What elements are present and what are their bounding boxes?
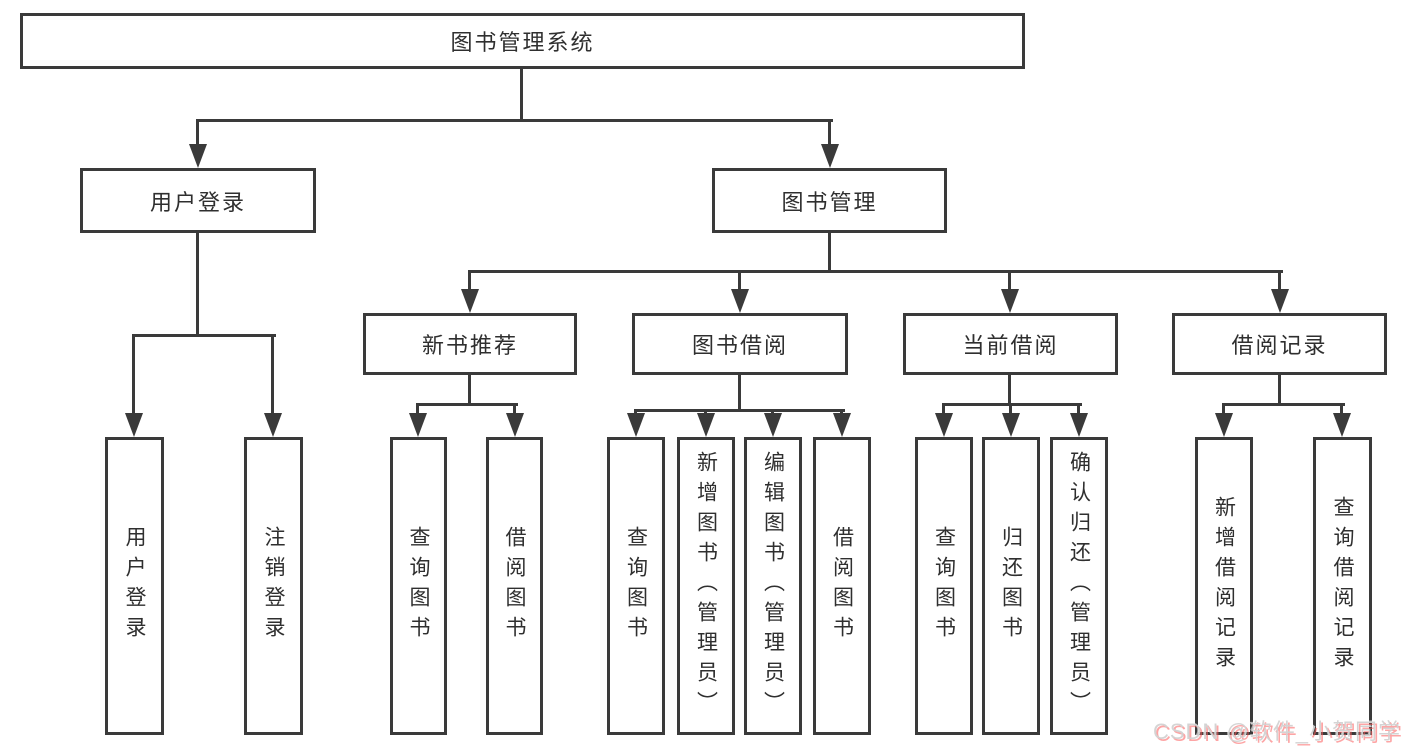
leaf-logout: 注销登录 (244, 437, 303, 735)
leaf-query-books-1: 查询图书 (390, 437, 447, 735)
leaf-edit-books-admin: 编辑图书（管理员） (744, 437, 802, 735)
node-label: 图书管理系统 (450, 30, 595, 55)
connector-line (132, 334, 276, 337)
arrowhead-down (935, 413, 953, 437)
node-label: 查询图书 (624, 526, 648, 646)
arrowhead-down (731, 289, 749, 313)
arrowhead-down (264, 413, 282, 437)
node-book-management: 图书管理 (712, 168, 947, 233)
leaf-add-books-admin: 新增图书（管理员） (677, 437, 735, 735)
node-label: 查询图书 (407, 526, 430, 646)
arrowhead-down (461, 289, 479, 313)
connector-line (1278, 375, 1281, 404)
node-current-borrow: 当前借阅 (903, 313, 1118, 375)
node-label: 注销登录 (262, 526, 285, 646)
connector-line (520, 69, 523, 120)
arrowhead-down (764, 413, 782, 437)
node-label: 查询借阅记录 (1331, 496, 1354, 676)
arrowhead-down (189, 144, 207, 168)
connector-line (1222, 403, 1345, 406)
connector-line (196, 119, 833, 122)
node-label: 借阅记录 (1231, 333, 1328, 358)
node-label: 新增图书（管理员） (694, 451, 718, 721)
node-user-login: 用户登录 (80, 168, 316, 233)
connector-line (132, 335, 135, 415)
leaf-borrow-books-1: 借阅图书 (486, 437, 543, 735)
leaf-user-login: 用户登录 (105, 437, 164, 735)
connector-line (196, 120, 199, 146)
arrowhead-down (125, 413, 143, 437)
arrowhead-down (627, 413, 645, 437)
leaf-return-books: 归还图书 (982, 437, 1040, 735)
node-label: 图书管理 (781, 189, 878, 215)
connector-line (468, 375, 471, 404)
arrowhead-down (1002, 413, 1020, 437)
node-label: 用户登录 (123, 526, 146, 646)
node-label: 用户登录 (149, 189, 246, 215)
node-label: 编辑图书（管理员） (761, 451, 785, 721)
node-label: 图书借阅 (691, 333, 788, 358)
node-label: 新书推荐 (421, 333, 518, 358)
connector-line (942, 403, 1082, 406)
connector-line (942, 404, 945, 415)
connector-line (738, 375, 741, 410)
connector-line (1278, 271, 1281, 291)
connector-line (634, 409, 845, 412)
node-borrow-records: 借阅记录 (1172, 313, 1387, 375)
connector-line (196, 233, 199, 335)
node-label: 查询图书 (932, 526, 956, 646)
leaf-query-books-3: 查询图书 (915, 437, 973, 735)
node-label: 新增借阅记录 (1212, 496, 1236, 676)
arrowhead-down (1215, 413, 1233, 437)
leaf-query-borrow-record: 查询借阅记录 (1313, 437, 1372, 735)
leaf-confirm-return-admin: 确认归还（管理员） (1050, 437, 1108, 735)
arrowhead-down (697, 413, 715, 437)
connector-line (271, 335, 274, 415)
leaf-borrow-books-2: 借阅图书 (813, 437, 871, 735)
connector-line (468, 270, 1283, 273)
arrowhead-down (409, 413, 427, 437)
node-root: 图书管理系统 (20, 13, 1025, 69)
connector-line (1340, 404, 1343, 415)
node-new-book-recommend: 新书推荐 (363, 313, 577, 375)
connector-line (1008, 375, 1011, 404)
arrowhead-down (506, 413, 524, 437)
arrowhead-down (1070, 413, 1088, 437)
arrowhead-down (1271, 289, 1289, 313)
arrowhead-down (821, 144, 839, 168)
connector-line (738, 271, 741, 291)
connector-line (416, 404, 419, 415)
connector-line (468, 271, 471, 291)
connector-line (828, 120, 831, 146)
arrowhead-down (833, 413, 851, 437)
arrowhead-down (1001, 289, 1019, 313)
leaf-query-books-2: 查询图书 (607, 437, 665, 735)
leaf-add-borrow-record: 新增借阅记录 (1195, 437, 1253, 735)
node-label: 确认归还（管理员） (1067, 451, 1091, 721)
node-label: 借阅图书 (503, 526, 526, 646)
node-book-borrow: 图书借阅 (632, 313, 848, 375)
connector-line (1222, 404, 1225, 415)
connector-line (416, 403, 518, 406)
arrowhead-down (1333, 413, 1351, 437)
connector-line (513, 404, 516, 415)
node-label: 归还图书 (999, 526, 1023, 646)
connector-line (1077, 404, 1080, 415)
node-label: 当前借阅 (962, 333, 1059, 358)
connector-line (828, 233, 831, 271)
node-label: 借阅图书 (830, 526, 854, 646)
connector-line (1008, 271, 1011, 291)
connector-line (1009, 404, 1012, 415)
